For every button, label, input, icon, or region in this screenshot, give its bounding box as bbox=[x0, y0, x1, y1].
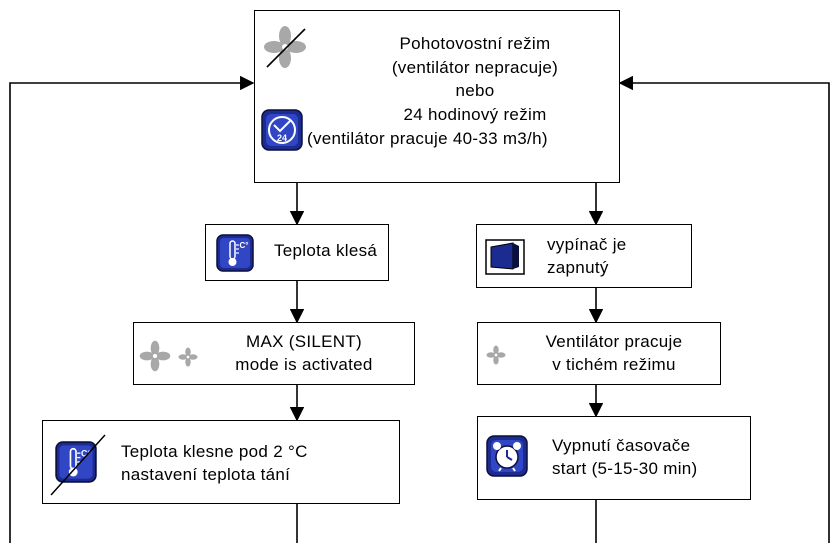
defrost-box: C° Teplota klesne pod 2 °C nastavení tep… bbox=[42, 420, 400, 504]
mode-24h-title: 24 hodinový režim bbox=[403, 105, 547, 124]
fan-small-icon bbox=[486, 345, 506, 365]
svg-text:C°: C° bbox=[240, 241, 249, 250]
timer-line1: Vypnutí časovače bbox=[552, 436, 691, 455]
timer-line2: start (5-15-30 min) bbox=[552, 459, 698, 478]
defrost-line1: Teplota klesne pod 2 °C bbox=[121, 442, 308, 461]
temperature-drops-box: C° Teplota klesá bbox=[205, 224, 389, 281]
clock-24h-icon: 24 bbox=[261, 109, 303, 151]
max-silent-line2: mode is activated bbox=[235, 355, 373, 374]
fan-large-icon bbox=[139, 340, 171, 372]
switch-on-line1: vypínač je bbox=[547, 235, 627, 254]
defrost-line2: nastavení teplota tání bbox=[121, 465, 291, 484]
alarm-clock-icon bbox=[486, 435, 528, 477]
silent-mode-box: Ventilátor pracuje v tichém režimu bbox=[477, 322, 721, 385]
fan-off-icon bbox=[264, 26, 306, 68]
fan-small-icon bbox=[178, 347, 198, 367]
clock-24-label: 24 bbox=[277, 133, 287, 143]
standby-mode-box: 24 Pohotovostní režim (ventilátor neprac… bbox=[254, 10, 620, 183]
timer-box: Vypnutí časovače start (5-15-30 min) bbox=[477, 416, 751, 500]
max-silent-line1: MAX (SILENT) bbox=[245, 332, 362, 351]
thermometer-icon: C° bbox=[216, 234, 254, 272]
standby-title: Pohotovostní režim bbox=[399, 34, 551, 53]
loop-right bbox=[618, 75, 830, 543]
mode-24h-subtitle: (ventilátor pracuje 40-33 m3/h) bbox=[307, 129, 548, 148]
slash-icon bbox=[50, 434, 106, 496]
or-label: nebo bbox=[455, 81, 495, 100]
switch-on-box: vypínač je zapnutý bbox=[476, 224, 692, 288]
silent-mode-line1: Ventilátor pracuje bbox=[545, 332, 683, 351]
temperature-drops-label: Teplota klesá bbox=[274, 241, 378, 260]
switch-icon bbox=[485, 239, 525, 275]
standby-subtitle: (ventilátor nepracuje) bbox=[391, 58, 559, 77]
thermometer-off-icon: C° bbox=[55, 441, 97, 483]
max-silent-box: MAX (SILENT) mode is activated bbox=[133, 322, 415, 385]
loop-left bbox=[9, 75, 255, 543]
silent-mode-line2: v tichém režimu bbox=[552, 355, 676, 374]
switch-on-line2: zapnutý bbox=[547, 258, 609, 277]
svg-text:C°: C° bbox=[81, 448, 91, 458]
